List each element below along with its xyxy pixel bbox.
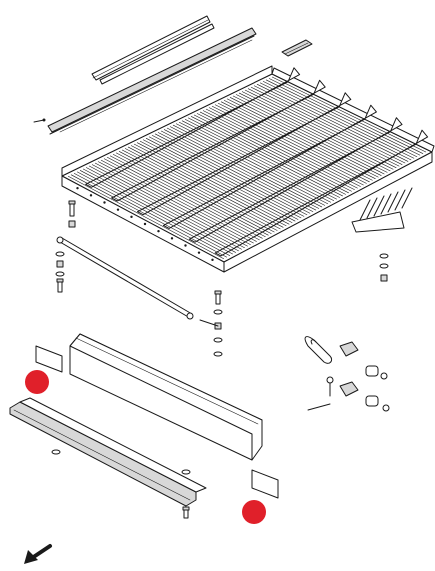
small-plate-right — [251, 469, 279, 499]
rake-fingers — [351, 187, 413, 233]
lower-angle-rail — [9, 397, 207, 507]
bracket-assembly — [304, 336, 390, 412]
arrow-down-left-icon — [24, 544, 52, 564]
sieve-frame — [61, 65, 435, 273]
sieve-louvres — [67, 76, 427, 260]
small-bracket — [281, 39, 313, 57]
angle-rail — [47, 27, 257, 135]
sieve-slats — [76, 67, 429, 262]
red-dot-icon — [242, 500, 266, 524]
small-plate-left — [35, 345, 63, 373]
tie-rod — [56, 236, 194, 320]
large-flat-plate — [69, 333, 263, 461]
bolt-top-left — [33, 118, 46, 123]
top-rail-strip — [91, 15, 215, 85]
red-dot-icon — [25, 370, 49, 394]
